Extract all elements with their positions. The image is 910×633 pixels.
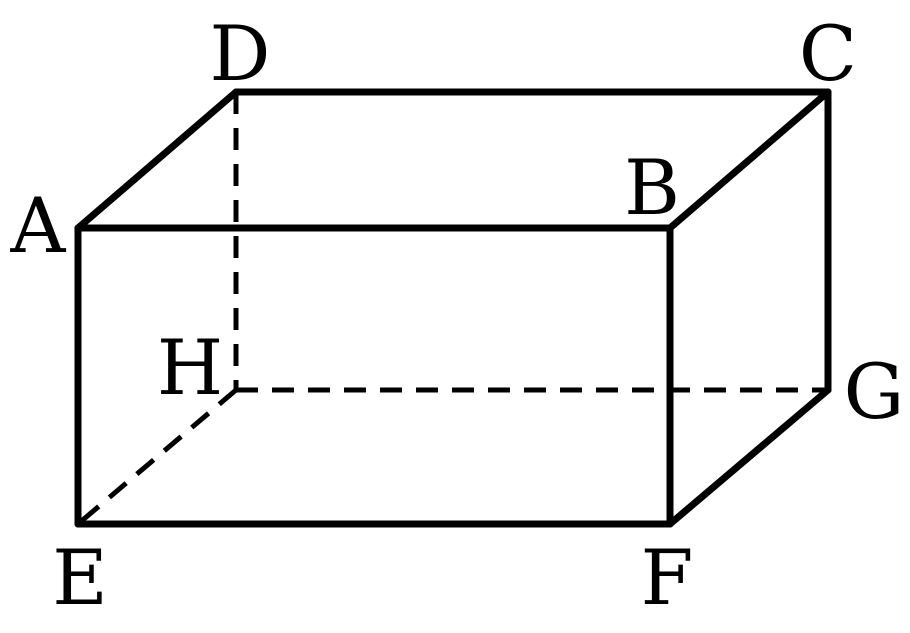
vertex-label-c: C xyxy=(799,9,857,98)
vertex-labels: A B C D E F G H xyxy=(10,9,905,622)
vertex-label-d: D xyxy=(210,9,271,98)
edges-layer xyxy=(74,88,832,528)
edge-da xyxy=(74,88,240,232)
edge-fg xyxy=(666,386,832,528)
edge-bc xyxy=(666,88,832,232)
vertex-label-b: B xyxy=(624,143,680,232)
vertex-label-e: E xyxy=(52,533,107,622)
vertex-label-h: H xyxy=(157,323,223,412)
vertex-label-a: A xyxy=(10,181,67,270)
vertex-label-g: G xyxy=(844,347,905,436)
vertex-label-f: F xyxy=(641,533,694,622)
